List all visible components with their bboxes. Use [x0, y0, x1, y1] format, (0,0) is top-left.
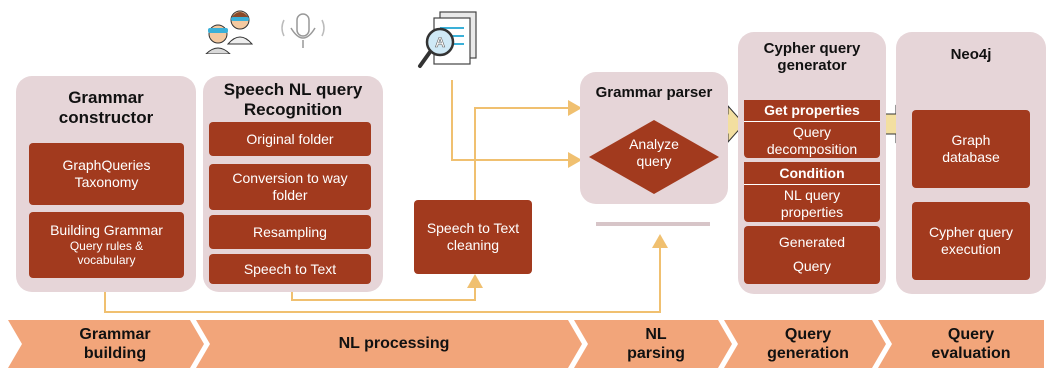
graphqueries-taxonomy-box: GraphQueries Taxonomy	[29, 143, 184, 205]
stage-chevron-5	[878, 320, 1044, 368]
stage-query-generation: Query generation	[744, 318, 872, 370]
panel-title: Grammar parser	[595, 84, 713, 101]
box-label: Conversion to way folder	[232, 170, 348, 203]
stage-chevron-3	[574, 320, 732, 368]
stage-line: Query	[784, 325, 832, 343]
generated-query-box: Generated Query	[744, 226, 880, 284]
stage-line: evaluation	[931, 345, 1011, 362]
stage-chevron-1	[8, 320, 204, 368]
conversion-box: Conversion to way folder	[209, 164, 371, 210]
box-label: Original folder	[246, 130, 334, 147]
box-sublabel: Query rules & vocabulary	[69, 239, 144, 268]
svg-text:A: A	[435, 34, 445, 50]
stage-line: NL	[645, 325, 667, 343]
stage-line: building	[83, 345, 147, 362]
cypher-generator-panel: Cypher query generator Get properties Qu…	[738, 32, 886, 294]
microphone-icon	[281, 13, 325, 48]
stage-nl-processing: NL processing	[220, 318, 568, 370]
box-label: Building Grammar	[50, 222, 163, 239]
panel-title: Grammar constructor	[58, 88, 154, 127]
resampling-box: Resampling	[209, 215, 371, 249]
neo4j-panel: Neo4j Graph database Cypher query execut…	[896, 32, 1046, 294]
connector-doc-to-parser	[451, 80, 582, 168]
grammar-parser-panel: Grammar parser Analyze query	[580, 72, 728, 204]
stage-query-evaluation: Query evaluation	[898, 318, 1044, 370]
box-label: Graph database	[942, 132, 1000, 165]
stage-line: generation	[767, 345, 849, 362]
box-label: Query decomposition	[766, 124, 858, 158]
analyze-query-label: Analyze query	[629, 136, 679, 169]
speech-cleaning-box: Speech to Text cleaning	[414, 200, 532, 274]
parser-underline	[596, 222, 710, 226]
get-properties-box: Get properties Query decomposition	[744, 100, 880, 158]
stage-chevron-4	[724, 320, 886, 368]
stage-band	[8, 320, 1044, 368]
box-label: NL query properties	[780, 187, 844, 220]
stage-line: parsing	[627, 345, 685, 362]
stage-nl-parsing: NL parsing	[594, 318, 718, 370]
stage-line: NL processing	[338, 335, 450, 353]
speech-recognition-panel: Speech NL query Recognition Original fol…	[203, 76, 383, 292]
box-label: Resampling	[253, 223, 327, 240]
grammar-constructor-panel: Grammar constructor GraphQueries Taxonom…	[16, 76, 196, 292]
box-label: Generated Query	[778, 234, 846, 274]
box-label: Speech to Text	[243, 260, 337, 277]
cypher-execution-box: Cypher query execution	[912, 202, 1030, 280]
connector-grammar-to-parser	[104, 234, 668, 313]
stage-grammar-building: Grammar building	[40, 318, 190, 370]
condition-header: Condition	[744, 162, 880, 185]
building-grammar-box: Building Grammar Query rules & vocabular…	[29, 212, 184, 278]
document-search-icon: A	[418, 11, 477, 68]
box-label: Speech to Text cleaning	[426, 220, 520, 253]
panel-title: Neo4j	[950, 46, 992, 63]
condition-box: Condition NL query properties	[744, 162, 880, 222]
box-label: Cypher query execution	[928, 224, 1014, 257]
speech-to-text-box: Speech to Text	[209, 254, 371, 284]
stage-chevron-2	[196, 320, 582, 368]
connector-cleaning-to-parser	[474, 100, 582, 200]
stage-line: Query	[947, 325, 995, 343]
analyze-query-diamond	[589, 120, 719, 194]
panel-title: Cypher query generator	[763, 40, 861, 75]
stage-line: Grammar	[79, 325, 151, 343]
people-icon	[205, 10, 254, 54]
get-properties-header: Get properties	[744, 100, 880, 123]
panel-title: Speech NL query Recognition	[223, 80, 363, 119]
graph-database-box: Graph database	[912, 110, 1030, 188]
original-folder-box: Original folder	[209, 122, 371, 156]
box-label: GraphQueries Taxonomy	[62, 157, 151, 190]
